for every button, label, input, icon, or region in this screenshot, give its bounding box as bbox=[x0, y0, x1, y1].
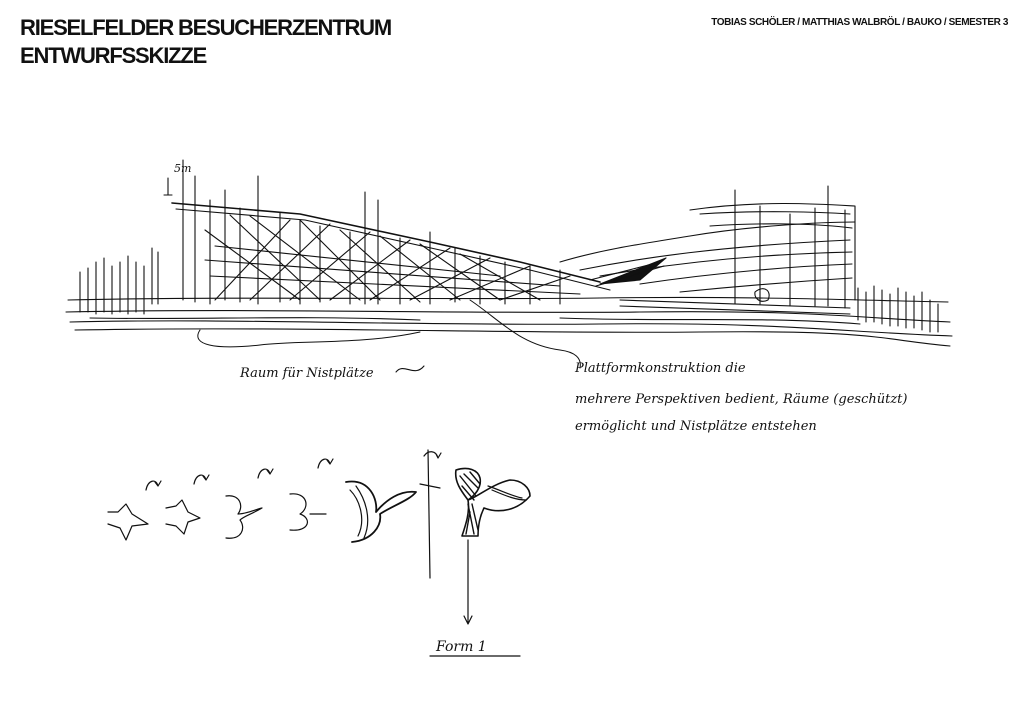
height-mark-label: 5m bbox=[174, 162, 191, 175]
title-block: RIESELFELDER BESUCHERZENTRUM ENTWURFSSKI… bbox=[20, 14, 392, 70]
page-title: RIESELFELDER BESUCHERZENTRUM bbox=[20, 15, 392, 40]
building-elevation-sketch bbox=[65, 159, 953, 347]
note-nesting-space: Raum für Nistplätze bbox=[239, 366, 374, 381]
page-subtitle: ENTWURFSSKIZZE bbox=[20, 43, 207, 68]
note-arrow bbox=[395, 365, 425, 373]
authors-credit: TOBIAS SCHÖLER / MATTHIAS WALBRÖL / BAUK… bbox=[711, 17, 1008, 28]
note-platform-line-2: mehrere Perspektiven bedient, Räume (ges… bbox=[575, 392, 907, 407]
annotation-leaders bbox=[197, 299, 581, 369]
note-platform-line-1: Plattformkonstruktion die bbox=[574, 361, 746, 376]
form-evolution-sketch bbox=[107, 449, 531, 657]
note-platform-line-3: ermöglicht und Nistplätze entstehen bbox=[575, 419, 817, 434]
form-label: Form 1 bbox=[435, 639, 487, 655]
